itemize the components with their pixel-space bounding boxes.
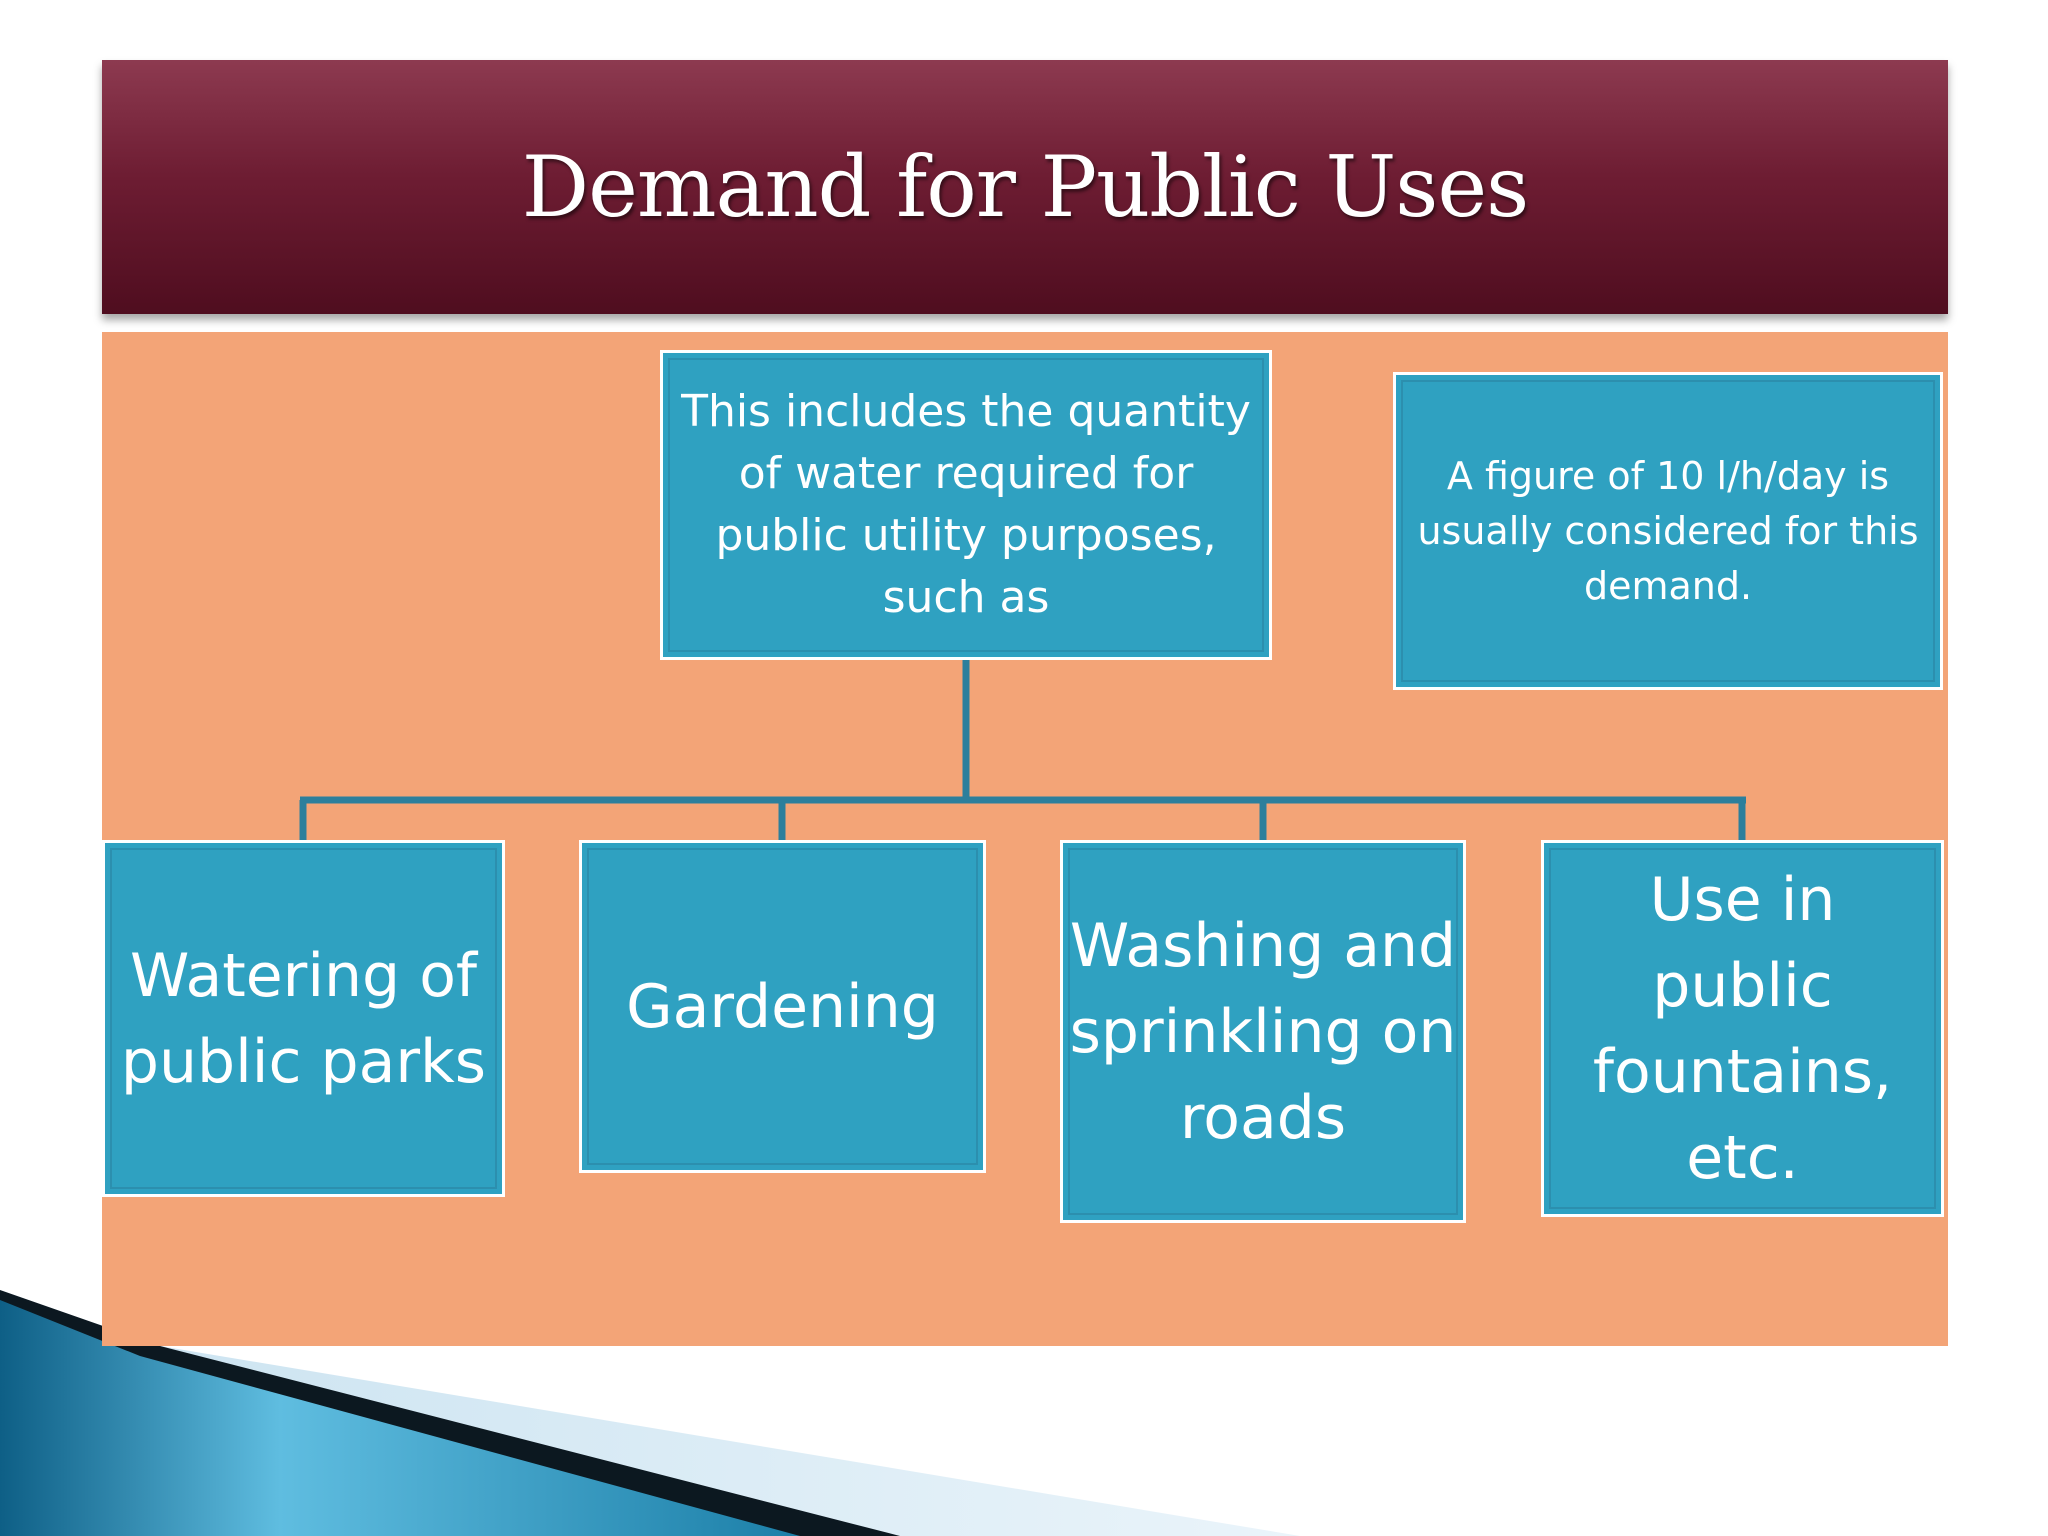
child-text-fountains: Use in public fountains, etc. <box>1592 864 1893 1193</box>
title-bar: Demand for Public Uses <box>102 60 1948 314</box>
slide-title: Demand for Public Uses <box>521 138 1529 236</box>
main-description-text: This includes the quantity of water requ… <box>681 386 1251 623</box>
note-text: A figure of 10 l/h/day is usually consid… <box>1417 453 1919 608</box>
child-text-gardening: Gardening <box>626 971 939 1042</box>
main-description-box: This includes the quantity of water requ… <box>660 350 1272 660</box>
child-box-fountains: Use in public fountains, etc. <box>1541 840 1944 1217</box>
child-box-gardening: Gardening <box>579 840 986 1173</box>
child-box-watering: Watering of public parks <box>102 840 505 1197</box>
child-text-washing: Washing and sprinkling on roads <box>1069 910 1457 1153</box>
child-box-washing: Washing and sprinkling on roads <box>1060 840 1466 1223</box>
child-text-watering: Watering of public parks <box>120 940 487 1097</box>
note-box: A figure of 10 l/h/day is usually consid… <box>1393 372 1943 690</box>
